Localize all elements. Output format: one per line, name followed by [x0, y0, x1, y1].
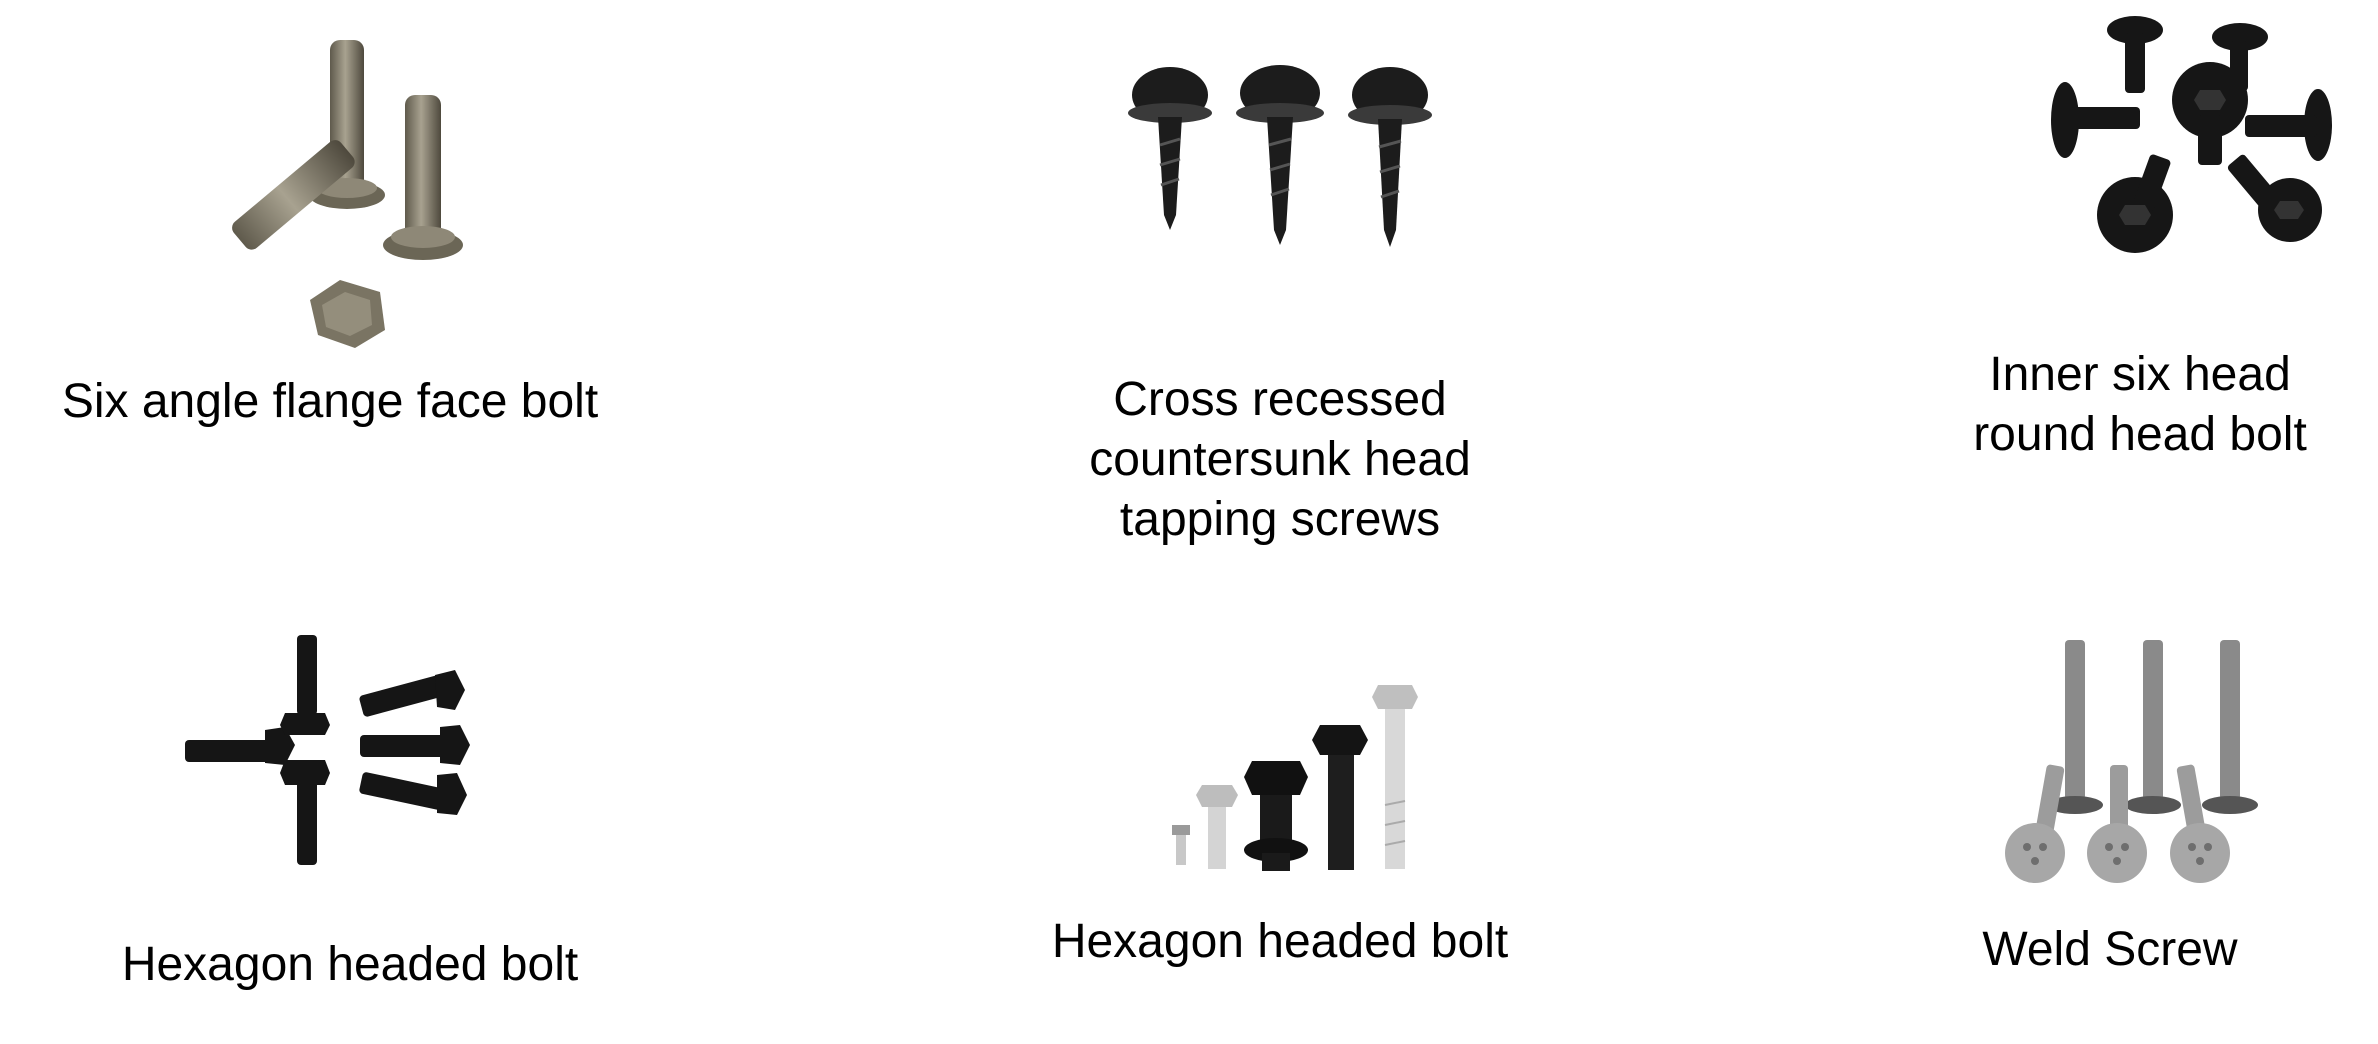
hex-bolt-assorted-icon [1172, 685, 1418, 871]
hex-bolt-black-icon [185, 635, 470, 865]
product-caption: Six angle flange face bolt [61, 375, 599, 428]
product-caption: Cross recessed countersunk head tapping … [1089, 373, 1471, 546]
tapping-screw-icon [1128, 65, 1432, 247]
product-caption: Inner six head round head bolt [1973, 348, 2307, 461]
socket-head-bolt-icon [2051, 16, 2332, 253]
product-caption: Weld Screw [1982, 923, 2238, 976]
weld-screw-icon [2005, 640, 2258, 883]
product-caption: Hexagon headed bolt [121, 938, 579, 991]
product-caption: Hexagon headed bolt [1051, 915, 1509, 968]
flange-bolt-icon [232, 40, 463, 348]
